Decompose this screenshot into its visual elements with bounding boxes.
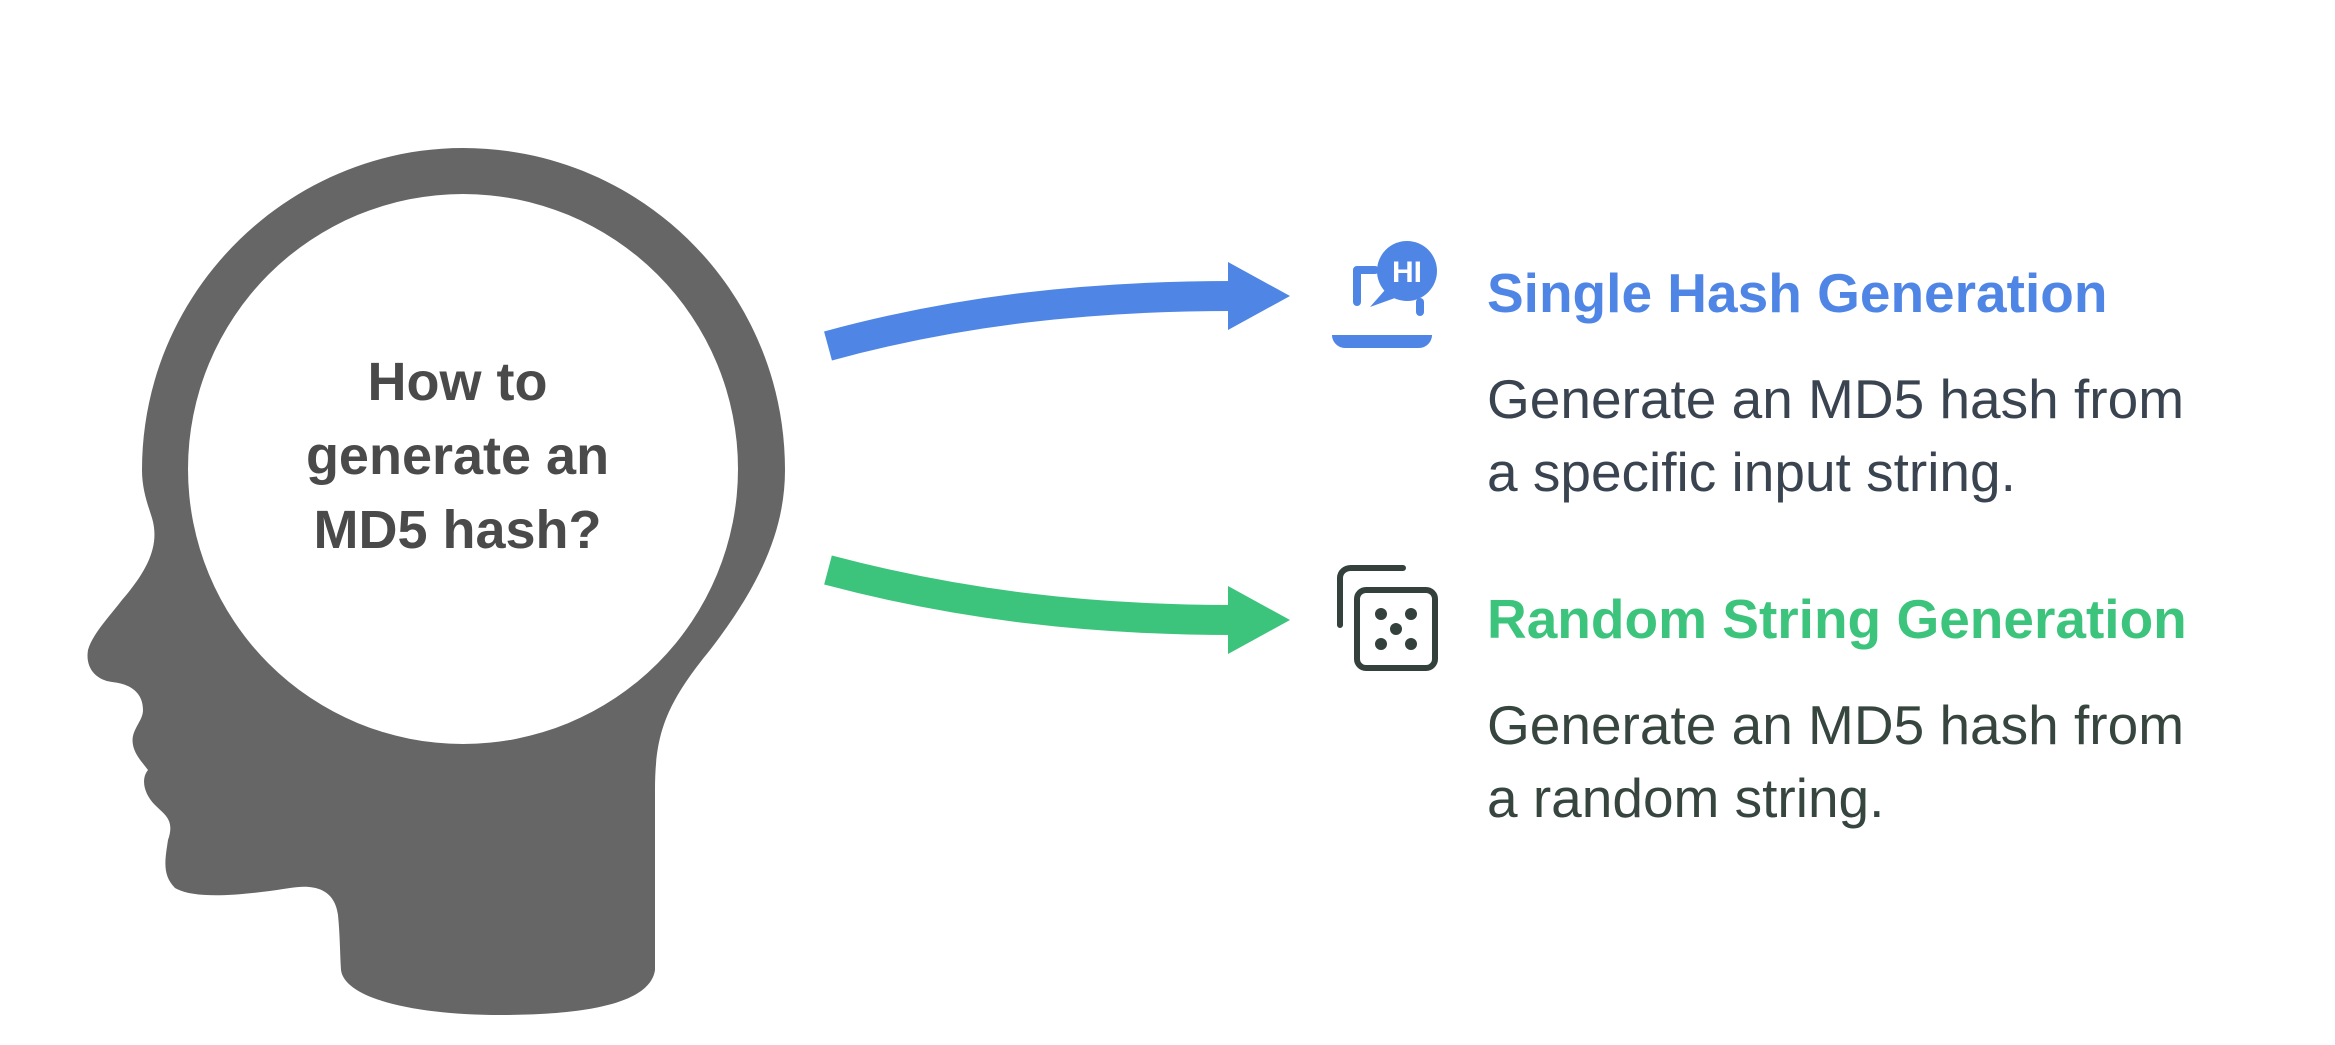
- question-line-1: How to: [367, 352, 548, 412]
- dice-icon: [1337, 565, 1438, 671]
- random-arrow-shaft: [824, 555, 1234, 635]
- option-title: Single Hash Generation: [1487, 262, 2108, 324]
- description-line: Generate an MD5 hash from: [1487, 694, 2185, 756]
- single-arrow-head: [1228, 262, 1290, 330]
- single-arrow-shaft: [824, 281, 1234, 361]
- option-single-hash: Single Hash Generation Generate an MD5 h…: [1487, 258, 2307, 509]
- description-line: a specific input string.: [1487, 441, 2016, 503]
- random-arrow-head: [1228, 586, 1290, 654]
- option-random-string: Random String Generation Generate an MD5…: [1487, 584, 2307, 835]
- description-line: a random string.: [1487, 767, 1885, 829]
- option-description: Generate an MD5 hash from a specific inp…: [1487, 363, 2307, 509]
- option-description: Generate an MD5 hash from a random strin…: [1487, 689, 2307, 835]
- question-line-2: generate an: [305, 426, 610, 486]
- central-question: How to generate an MD5 hash?: [245, 345, 670, 567]
- laptop-chat-icon: HI: [1332, 241, 1437, 348]
- thought-circle: [188, 194, 738, 744]
- option-title: Random String Generation: [1487, 588, 2187, 650]
- icon-hi-text: HI: [1392, 256, 1422, 289]
- description-line: Generate an MD5 hash from: [1487, 368, 2185, 430]
- question-line-3: MD5 hash?: [313, 500, 602, 560]
